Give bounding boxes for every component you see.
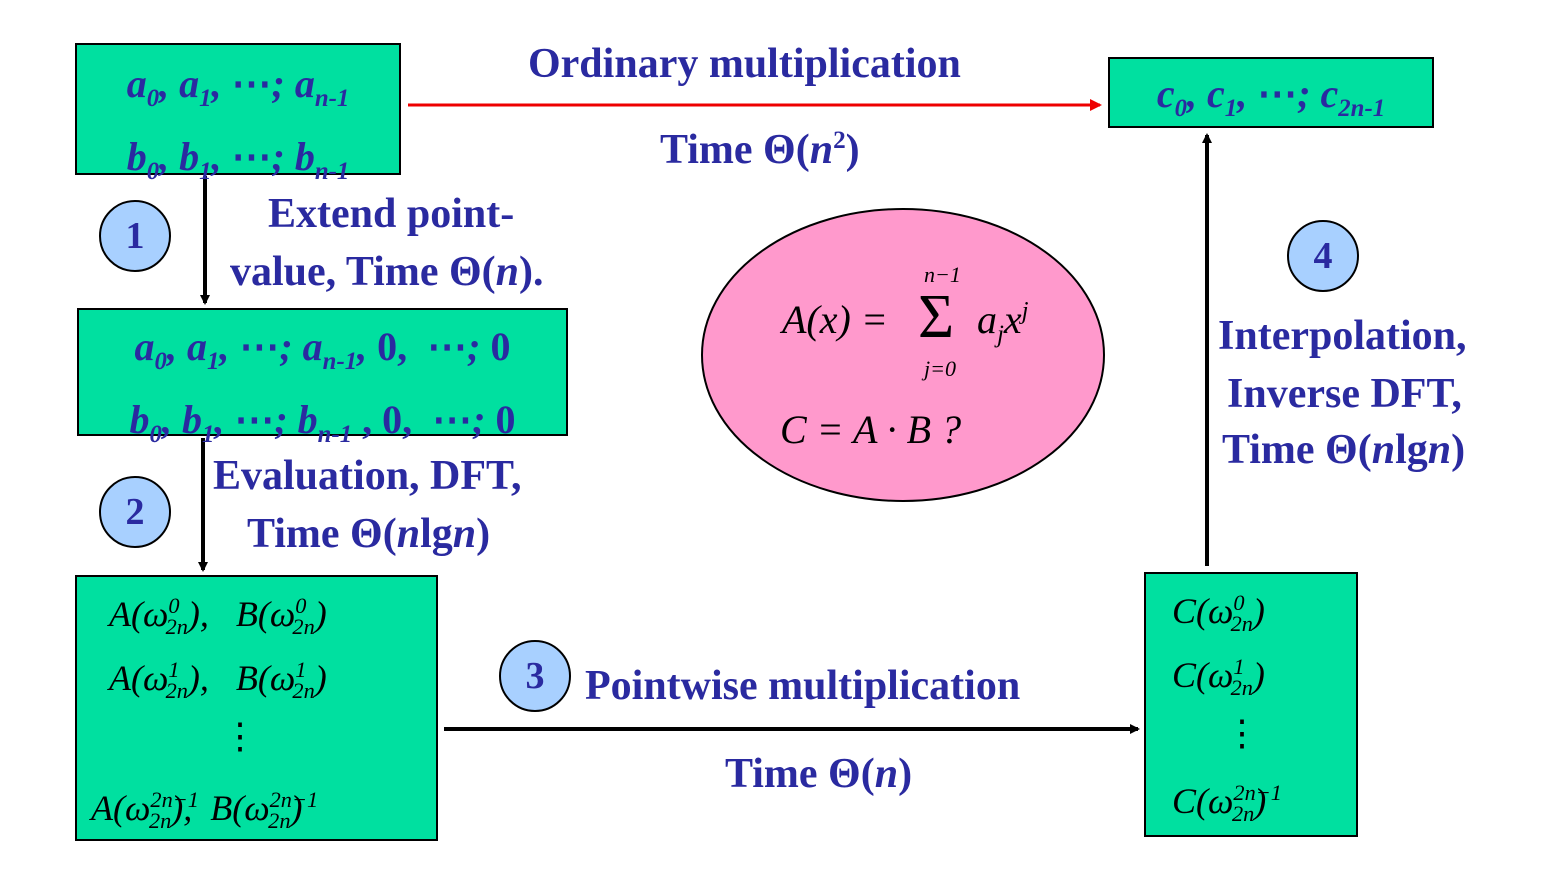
prod-row-dots: ⋮ <box>1224 713 1260 753</box>
polynomial-formula: A(x) = <box>782 297 888 342</box>
step2-label-line2: Time Θ(nlgn) <box>247 511 491 557</box>
step-3-badge: 3 <box>499 640 571 712</box>
step3-time-label: Time Θ(n) <box>725 751 913 797</box>
step3-label: Pointwise multiplication <box>585 663 1021 709</box>
ordinary-time-label: Time Θ(n2) <box>660 127 860 173</box>
step-1-badge: 1 <box>99 200 171 272</box>
sum-upper-limit: n−1 <box>924 262 961 287</box>
sum-lower-limit: j=0 <box>924 356 956 381</box>
step-4-badge: 4 <box>1287 220 1359 292</box>
padded-line-a: a0, a1, ⋯; an-1, 0, ⋯; 0 <box>134 324 511 375</box>
step4-label-line2: Inverse DFT, <box>1227 371 1462 417</box>
product-question: C = A · B ? <box>780 407 962 452</box>
input-line-b: b0, b1, ⋯; bn-1 <box>126 134 350 185</box>
input-coefficients-box: a0, a1, ⋯; an-1 b0, b1, ⋯; bn-1 <box>75 43 401 185</box>
ordinary-multiplication-label: Ordinary multiplication <box>528 41 961 87</box>
formula-ellipse <box>701 208 1105 502</box>
prod-row-last: C(ω2n−12n) <box>1172 780 1282 827</box>
step4-label-line1: Interpolation, <box>1218 313 1467 359</box>
prod-row-1: C(ω12n) <box>1172 654 1265 701</box>
eval-row-1: A(ω12n), B(ω12n) <box>109 657 327 704</box>
step4-label-line3: Time Θ(nlgn) <box>1222 427 1466 473</box>
eval-row-dots: ⋮ <box>222 716 258 756</box>
sum-sign: Σ <box>918 283 955 351</box>
padded-coefficients-box: a0, a1, ⋯; an-1, 0, ⋯; 0 b0, b1, ⋯; bn-1… <box>77 308 568 448</box>
eval-row-0: A(ω02n), B(ω02n) <box>109 593 327 640</box>
product-values-box: C(ω02n) C(ω12n) ⋮ C(ω2n−12n) <box>1144 572 1358 837</box>
prod-row-0: C(ω02n) <box>1172 590 1265 637</box>
evaluation-values-box: A(ω02n), B(ω02n) A(ω12n), B(ω12n) ⋮ A(ω2… <box>75 575 438 841</box>
eval-row-last: A(ω2n−12n), B(ω2n−12n) <box>91 787 319 834</box>
sum-term: ajxj <box>977 297 1029 348</box>
padded-line-b: b0, b1, ⋯; bn-1 , 0, ⋯; 0 <box>129 397 516 448</box>
output-coefficients-box: c0, c1, ⋯; c2n-1 <box>1108 57 1434 128</box>
step-2-badge: 2 <box>99 476 171 548</box>
step1-label-line2: value, Time Θ(n). <box>230 249 544 295</box>
step1-label-line1: Extend point- <box>268 191 515 237</box>
output-line-c: c0, c1, ⋯; c2n-1 <box>1156 71 1386 122</box>
step2-label-line1: Evaluation, DFT, <box>213 453 522 499</box>
input-line-a: a0, a1, ⋯; an-1 <box>126 61 350 112</box>
